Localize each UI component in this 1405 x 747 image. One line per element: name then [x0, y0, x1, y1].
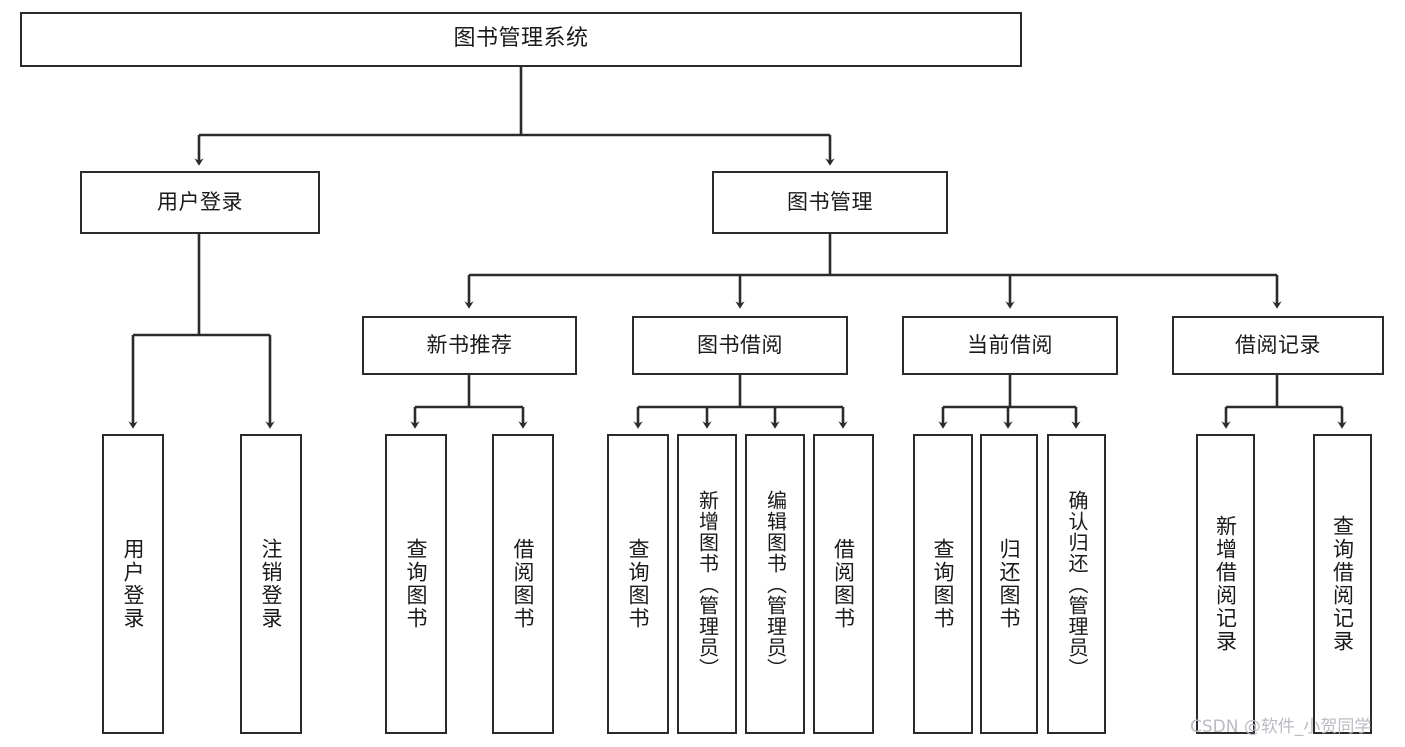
node-label: 借阅图书: [511, 538, 536, 630]
node-label: 用户登录: [121, 538, 146, 630]
node-label: 图书管理: [787, 189, 873, 214]
leaf-query-book-recommend[interactable]: 查询图书: [385, 434, 447, 734]
node-current-borrow[interactable]: 当前借阅: [902, 316, 1118, 375]
node-label: 查询借阅记录: [1330, 515, 1355, 653]
node-label: 图书借阅: [697, 332, 783, 357]
csdn-watermark: CSDN @软件_小贺同学: [1190, 717, 1372, 737]
node-root-system[interactable]: 图书管理系统: [20, 12, 1022, 67]
node-label: 借阅图书: [831, 538, 856, 630]
node-label: 用户登录: [157, 189, 243, 214]
leaf-add-borrow-record[interactable]: 新增借阅记录: [1196, 434, 1255, 734]
leaf-borrow-book[interactable]: 借阅图书: [813, 434, 874, 734]
node-label: 借阅记录: [1235, 332, 1321, 357]
node-label: 查询图书: [404, 538, 429, 630]
node-label: 注销登录: [259, 538, 284, 630]
leaf-query-borrow-record[interactable]: 查询借阅记录: [1313, 434, 1372, 734]
leaf-query-book-current[interactable]: 查询图书: [913, 434, 973, 734]
node-label: 归还图书: [997, 538, 1022, 630]
node-label: 查询图书: [626, 538, 651, 630]
node-label: 新增图书（管理员）: [695, 489, 720, 679]
node-label: 新书推荐: [426, 332, 513, 357]
node-borrow-record[interactable]: 借阅记录: [1172, 316, 1384, 375]
leaf-edit-book-admin[interactable]: 编辑图书（管理员）: [745, 434, 805, 734]
leaf-query-book-borrow[interactable]: 查询图书: [607, 434, 669, 734]
node-label: 查询图书: [931, 538, 956, 630]
node-user-login[interactable]: 用户登录: [80, 171, 320, 234]
node-label: 当前借阅: [967, 332, 1053, 357]
leaf-logout-login[interactable]: 注销登录: [240, 434, 302, 734]
node-label: 新增借阅记录: [1213, 515, 1238, 653]
node-book-manage[interactable]: 图书管理: [712, 171, 948, 234]
node-label: 图书管理系统: [453, 26, 589, 52]
node-book-borrow[interactable]: 图书借阅: [632, 316, 848, 375]
node-label: 确认归还（管理员）: [1065, 489, 1089, 679]
node-new-book-rec[interactable]: 新书推荐: [362, 316, 577, 375]
leaf-add-book-admin[interactable]: 新增图书（管理员）: [677, 434, 737, 734]
leaf-borrow-book-recommend[interactable]: 借阅图书: [492, 434, 554, 734]
node-label: 编辑图书（管理员）: [763, 489, 788, 679]
leaf-return-book[interactable]: 归还图书: [980, 434, 1038, 734]
leaf-confirm-return-admin[interactable]: 确认归还（管理员）: [1047, 434, 1106, 734]
leaf-user-login[interactable]: 用户登录: [102, 434, 164, 734]
